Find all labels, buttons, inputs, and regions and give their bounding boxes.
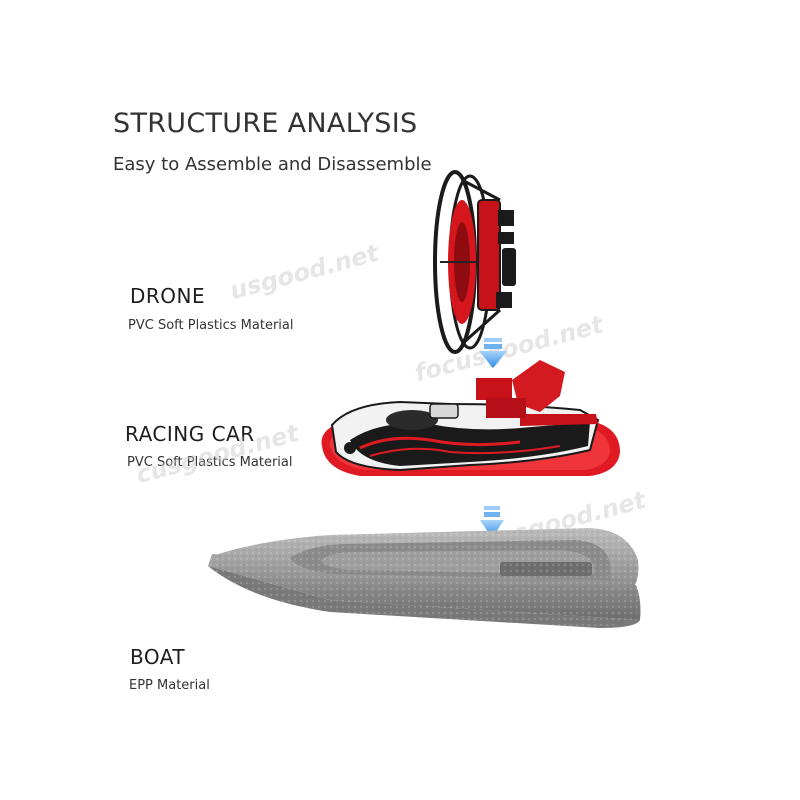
- label-racing-car: RACING CAR: [125, 422, 255, 446]
- boat-image: [208, 528, 641, 628]
- arrow-down-icon: [479, 338, 507, 368]
- drone-image: [433, 170, 516, 354]
- material-racing-car: PVC Soft Plastics Material: [127, 455, 293, 470]
- subtitle: Easy to Assemble and Disassemble: [113, 154, 432, 175]
- material-drone: PVC Soft Plastics Material: [128, 318, 294, 333]
- label-drone: DRONE: [130, 284, 206, 308]
- label-boat: BOAT: [130, 645, 186, 669]
- arrow-down-icon: [480, 506, 504, 538]
- material-boat: EPP Material: [129, 678, 210, 693]
- title: STRUCTURE ANALYSIS: [113, 108, 418, 139]
- racing-car-image: [321, 360, 620, 476]
